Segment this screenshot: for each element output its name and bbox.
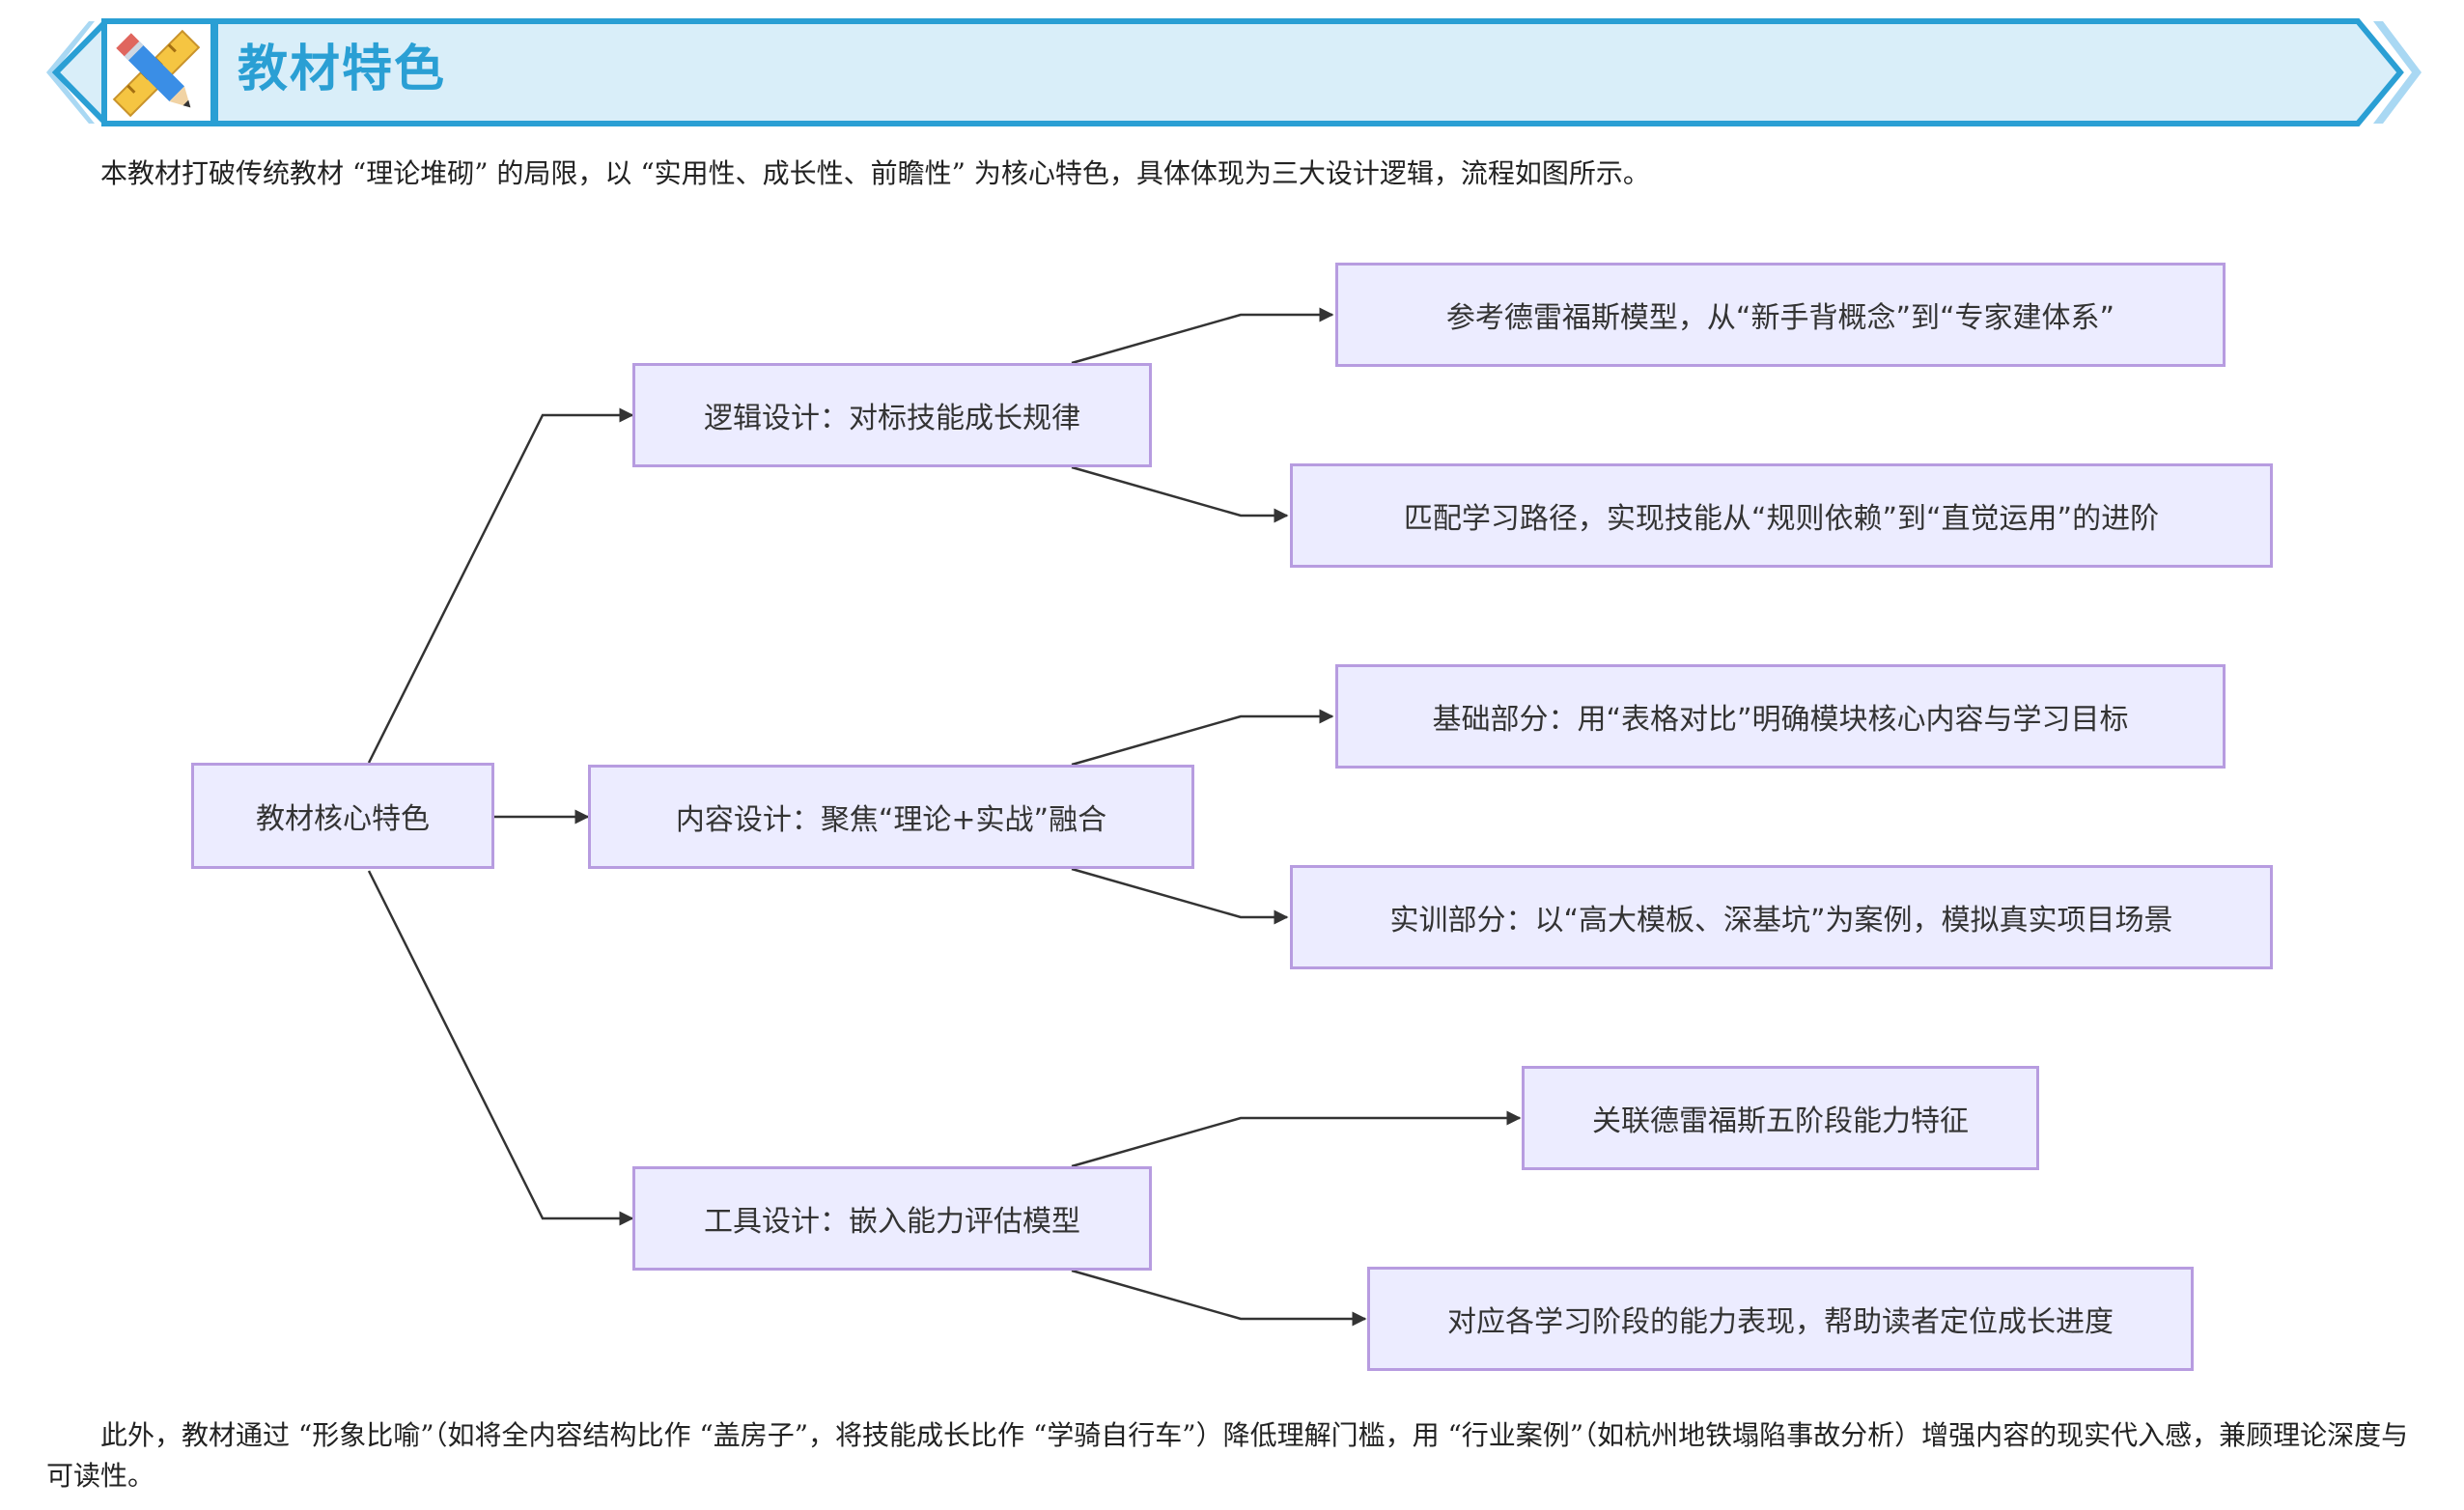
tool-child-node-1: 关联德雷福斯五阶段能力特征 <box>1522 1066 2039 1170</box>
edge-logic-child-1 <box>1071 307 1334 365</box>
banner-frame <box>46 18 2422 126</box>
root-node: 教材核心特色 <box>191 763 494 869</box>
content-child-node-1: 基础部分：用“表格对比”明确模块核心内容与学习目标 <box>1335 664 2226 769</box>
edge-root-tool <box>367 870 634 1226</box>
edge-logic-child-2 <box>1071 465 1289 523</box>
branch-logic-node: 逻辑设计：对标技能成长规律 <box>632 363 1152 467</box>
logic-child-node-2: 匹配学习路径，实现技能从“规则依赖”到“直觉运用”的进阶 <box>1290 463 2273 568</box>
section-title: 教材特色 <box>238 41 447 98</box>
branch-content-node: 内容设计：聚焦“理论+实战”融合 <box>588 765 1194 869</box>
intro-paragraph: 本教材打破传统教材 “理论堆砌” 的局限，以 “实用性、成长性、前瞻性” 为核心… <box>100 157 1650 189</box>
edge-tool-child-2 <box>1071 1269 1367 1327</box>
edge-content-child-1 <box>1071 709 1334 767</box>
branch-tool-node: 工具设计：嵌入能力评估模型 <box>632 1166 1152 1271</box>
edge-tool-child-1 <box>1071 1110 1522 1168</box>
tool-child-node-2: 对应各学习阶段的能力表现，帮助读者定位成长进度 <box>1367 1267 2194 1371</box>
section-banner: 教材特色 <box>0 0 2464 145</box>
closing-paragraph: 此外，教材通过 “形象比喻”（如将全内容结构比作 “盖房子”，将技能成长比作 “… <box>46 1419 2409 1492</box>
pencil-ruler-icon <box>112 29 201 118</box>
logic-child-node-1: 参考德雷福斯模型，从“新手背概念”到“专家建体系” <box>1335 263 2226 367</box>
edge-root-logic <box>367 407 634 764</box>
edge-content-child-2 <box>1071 867 1289 925</box>
content-child-node-2: 实训部分：以“高大模板、深基坑”为案例，模拟真实项目场景 <box>1290 865 2273 969</box>
